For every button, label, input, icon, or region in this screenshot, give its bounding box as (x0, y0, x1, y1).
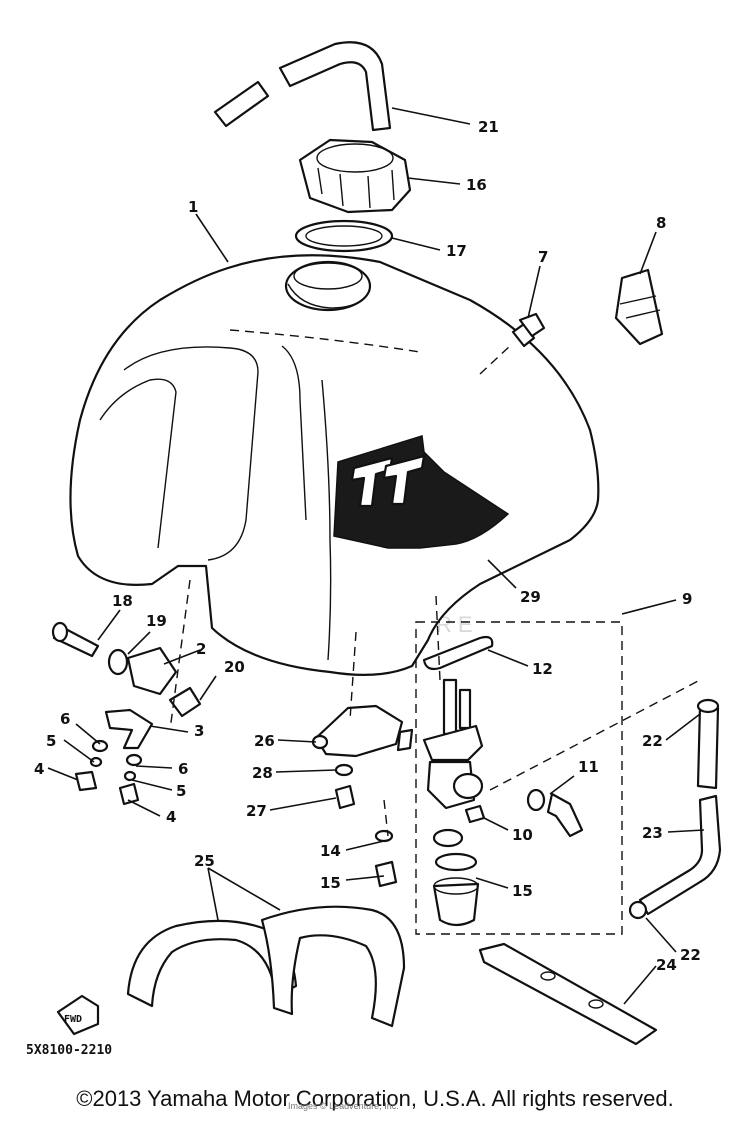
part-8-clip (614, 268, 664, 346)
fwd-arrow: FWD (56, 994, 100, 1036)
callout-24: 24 (656, 956, 677, 974)
callout-22b: 22 (680, 946, 701, 964)
part-24-plate (478, 942, 658, 1046)
callout-29: 29 (520, 588, 541, 606)
callout-1: 1 (188, 198, 198, 216)
fwd-label: FWD (64, 1014, 82, 1025)
watermark-small-text: Images © Leadventure, Inc. (288, 1101, 399, 1111)
callout-8: 8 (656, 214, 666, 232)
part-21-breather-hose (213, 41, 392, 132)
part-1-fuel-tank: IT (0, 0, 600, 676)
rear-bracket (311, 704, 414, 810)
callout-25: 25 (194, 852, 215, 870)
part-25-dampers (126, 905, 406, 1028)
part-11-lever (526, 788, 584, 838)
tank-emblem-text: IT (0, 0, 1, 1)
callout-12: 15 (512, 882, 533, 900)
part-7-bolt (511, 312, 546, 348)
part-12-fuel-cup (432, 828, 480, 927)
callout-17: 17 (446, 242, 467, 260)
callout-6a: 6 (60, 710, 70, 728)
callout-21: 21 (478, 118, 499, 136)
callout-27: 27 (246, 802, 267, 820)
part-15-bolt (374, 860, 398, 888)
part-10-screw (464, 804, 486, 824)
callout-9: 9 (682, 590, 692, 608)
front-mount-parts (51, 621, 202, 806)
fuel-cock (422, 678, 484, 810)
part-16-fuel-cap (298, 138, 412, 214)
callout-5b: 5 (176, 782, 186, 800)
drawing-code: 5X8100-2210 (26, 1043, 112, 1058)
part-13-gasket (422, 635, 494, 671)
callout-26: 26 (254, 732, 275, 750)
callout-19: 19 (146, 612, 167, 630)
callout-7: 7 (538, 248, 548, 266)
leader-lines (47, 107, 705, 1005)
callout-labels: 21 16 17 1 7 8 9 29 12 11 10 15 14 15 18… (34, 118, 701, 974)
copyright-footer: ©2013 Yamaha Motor Corporation, U.S.A. A… (76, 1086, 674, 1111)
callout-13: 12 (532, 660, 553, 678)
callout-20: 20 (224, 658, 245, 676)
part-9-fuel-cock-box (415, 621, 623, 935)
callout-22a: 22 (642, 732, 663, 750)
callout-28: 28 (252, 764, 273, 782)
callout-14: 14 (320, 842, 341, 860)
callout-23: 23 (642, 824, 663, 842)
part-14-washer (374, 829, 394, 843)
callout-15: 15 (320, 874, 341, 892)
callout-2: 2 (196, 640, 206, 658)
callout-16: 16 (466, 176, 487, 194)
callout-4a: 4 (34, 760, 44, 778)
callout-11: 11 (578, 758, 599, 776)
callout-4b: 4 (166, 808, 176, 826)
callout-5a: 5 (46, 732, 56, 750)
callout-18: 18 (112, 592, 133, 610)
callout-6b: 6 (178, 760, 188, 778)
callout-3: 3 (194, 722, 204, 740)
callout-10: 10 (512, 826, 533, 844)
part-23-fuel-hose (628, 698, 722, 920)
